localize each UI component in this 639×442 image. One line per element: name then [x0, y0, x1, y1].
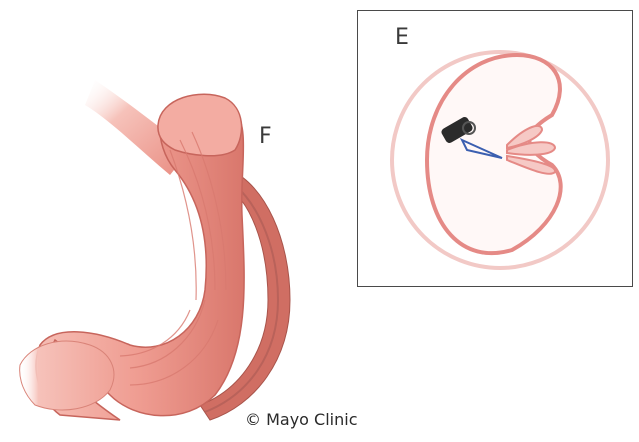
duodenum [20, 341, 114, 410]
copyright-notice: © Mayo Clinic [245, 410, 357, 429]
fundus [158, 94, 242, 156]
inset-label: E [395, 25, 409, 50]
stomach-label: F [259, 124, 272, 149]
inset-illustration [357, 10, 633, 287]
